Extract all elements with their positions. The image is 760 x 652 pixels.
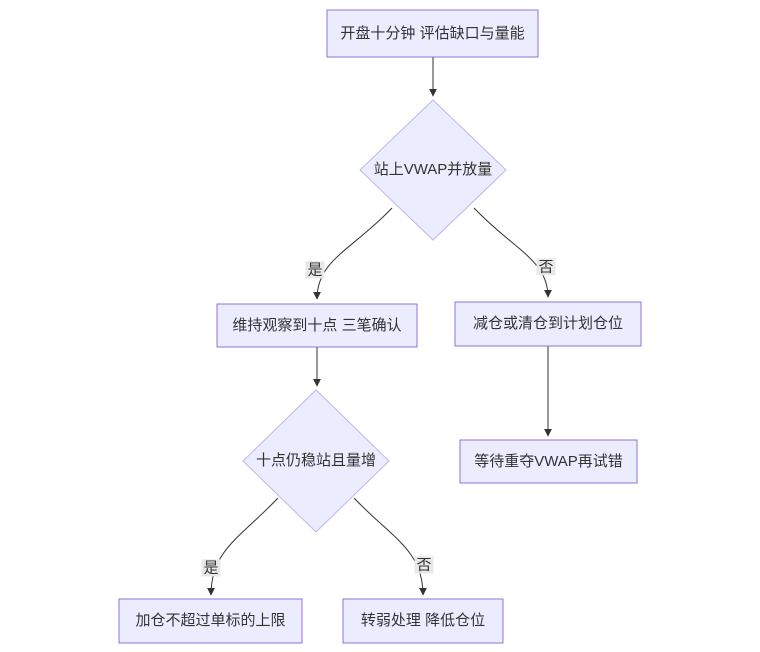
edge-layer bbox=[207, 57, 552, 596]
edge-vwap-check-to-observe bbox=[313, 207, 393, 300]
edge-label-no-2: 否 bbox=[414, 556, 434, 574]
edge-label-no-1: 否 bbox=[536, 258, 556, 276]
node-shape-start bbox=[326, 9, 539, 58]
edge-ten-check-to-weaken bbox=[353, 497, 427, 596]
edge-ten-check-to-add-position bbox=[207, 497, 279, 596]
edge-label-yes-2: 是 bbox=[201, 559, 221, 577]
node-shape-ten-check bbox=[242, 389, 390, 533]
node-shape-reduce bbox=[454, 301, 642, 347]
node-shape-weaken bbox=[342, 598, 504, 644]
node-shape-layer bbox=[118, 9, 642, 644]
node-shape-vwap-check bbox=[359, 99, 507, 241]
node-shape-observe bbox=[216, 303, 418, 348]
edge-vwap-check-to-reduce bbox=[473, 207, 552, 298]
node-shape-wait-retry bbox=[459, 439, 638, 484]
edge-label-yes-1: 是 bbox=[305, 261, 325, 279]
node-shape-add-position bbox=[118, 598, 303, 644]
